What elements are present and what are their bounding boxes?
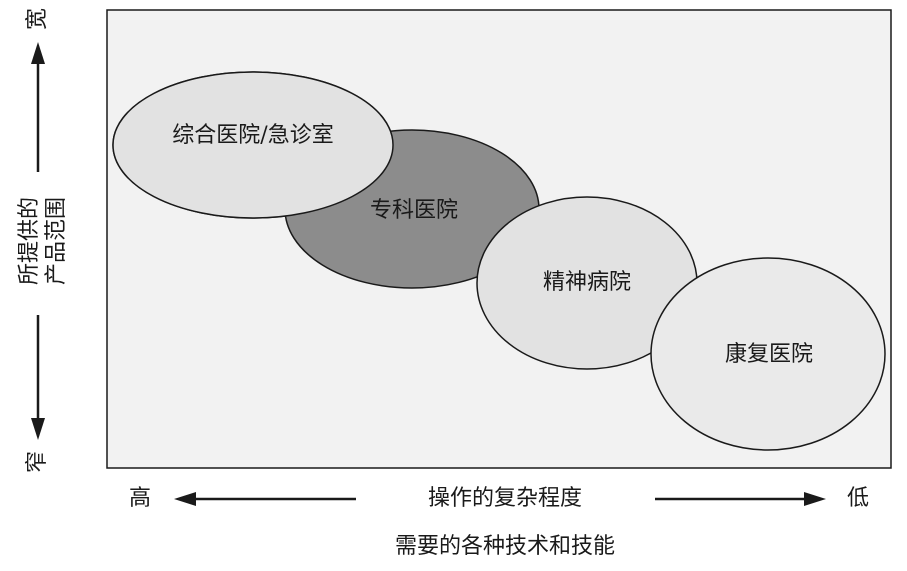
label-psychiatric-hospital: 精神病院 (543, 270, 631, 295)
label-specialty-hospital: 专科医院 (370, 198, 458, 223)
ellipse-general-hospital-front (112, 71, 394, 219)
y-axis-title-line2: 产品范围 (44, 197, 69, 285)
ellipse-rehab-hospital (650, 257, 886, 451)
x-axis-right-label: 低 (847, 486, 869, 511)
label-rehab-hospital: 康复医院 (725, 342, 813, 367)
y-axis-title-line1: 所提供的 (17, 197, 42, 285)
y-axis-top-label: 宽 (25, 8, 50, 30)
ellipse-shape (650, 257, 886, 451)
ellipse-shape (112, 71, 394, 219)
y-axis-arrow-up-head (31, 42, 45, 64)
y-axis-arrow-down-head (31, 418, 45, 440)
x-axis-arrow-right-head (804, 492, 826, 506)
x-axis-left-label: 高 (129, 486, 151, 511)
x-axis-title: 操作的复杂程度 (428, 486, 582, 511)
x-axis-arrow-left-head (174, 492, 196, 506)
label-general-hospital: 综合医院/急诊室 (172, 123, 333, 148)
x-axis-subtitle: 需要的各种技术和技能 (395, 534, 615, 559)
y-axis-bottom-label: 窄 (25, 451, 50, 473)
